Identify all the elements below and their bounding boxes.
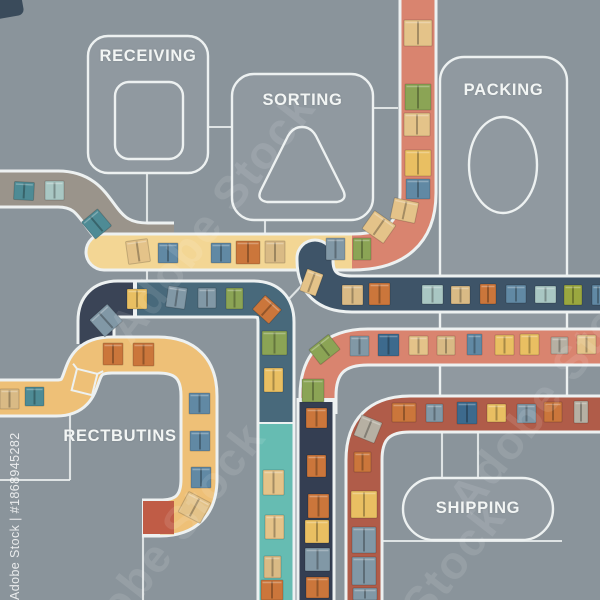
package-box [353, 451, 372, 473]
package-box [210, 242, 232, 264]
package-box [563, 284, 583, 306]
package-box [305, 407, 328, 429]
package-box [494, 334, 515, 356]
package-box [351, 526, 377, 554]
package-box [263, 555, 282, 579]
package-box [576, 334, 597, 355]
package-box [81, 208, 112, 240]
package-box [349, 335, 370, 357]
package-box [351, 556, 377, 586]
package-box [403, 19, 433, 47]
package-box [263, 367, 284, 393]
package-box [403, 112, 431, 137]
package-box [301, 378, 325, 403]
package-box [189, 430, 211, 452]
packing-zone-inner-shape [467, 115, 539, 215]
package-box [550, 336, 569, 355]
package-box [89, 303, 123, 338]
package-box [262, 469, 285, 496]
package-box [591, 284, 600, 306]
package-box [404, 83, 432, 111]
package-box [126, 288, 148, 310]
package-box [389, 197, 420, 224]
package-box [225, 287, 244, 310]
package-box [13, 181, 35, 201]
package-box [543, 401, 563, 423]
package-box [308, 334, 341, 365]
package-box [479, 283, 497, 305]
package-box [436, 335, 456, 356]
package-box [505, 284, 527, 304]
package-box [516, 403, 537, 424]
package-box [391, 402, 417, 423]
returns-end-cap [143, 501, 174, 534]
package-box [353, 414, 383, 444]
package-box [421, 284, 444, 305]
zone-label-returns: RECTBUTINS [63, 427, 177, 445]
package-box [368, 282, 391, 306]
package-box [466, 333, 483, 356]
package-box [264, 240, 286, 264]
package-box [188, 392, 211, 415]
package-box [197, 287, 217, 309]
package-box [486, 403, 507, 423]
package-box [307, 493, 330, 519]
corner-chip [0, 0, 24, 21]
package-box [132, 342, 155, 367]
package-box [450, 285, 471, 305]
package-box [519, 333, 540, 356]
package-box [235, 240, 261, 265]
receiving-zone [86, 34, 210, 175]
receiving-zone-inner-shape [113, 80, 185, 161]
package-box [261, 330, 288, 356]
package-box [190, 466, 212, 489]
package-box [165, 285, 188, 310]
floor-panel [0, 413, 70, 480]
packing-zone [438, 55, 569, 432]
zone-label-packing: PACKING [463, 81, 544, 99]
package-box [425, 403, 444, 423]
package-box [299, 268, 324, 297]
package-box [177, 491, 212, 524]
package-box [44, 180, 65, 201]
package-box [306, 454, 327, 478]
package-box [405, 178, 431, 200]
zone-label-sorting: SORTING [262, 91, 343, 109]
package-box [573, 400, 589, 424]
package-box [125, 238, 151, 265]
sorting-zone [230, 72, 375, 222]
package-box [404, 149, 432, 177]
package-box [377, 333, 400, 357]
package-box [304, 519, 330, 544]
package-box [350, 490, 378, 519]
package-box [361, 210, 397, 244]
package-box [534, 285, 557, 304]
package-box [352, 237, 372, 261]
package-box [24, 386, 45, 407]
package-box [264, 514, 285, 540]
watermark-side-credit: Adobe Stock | #1868945282 [8, 432, 22, 600]
package-box [157, 242, 179, 264]
package-box [325, 237, 346, 261]
package-box [456, 401, 478, 425]
open-box-icon [70, 363, 104, 397]
package-box [352, 587, 378, 600]
zone-label-receiving: RECEIVING [99, 47, 197, 65]
zone-label-shipping: SHIPPING [435, 499, 521, 517]
package-box [304, 547, 331, 572]
package-box [102, 342, 124, 366]
package-box [252, 294, 282, 325]
package-box [305, 576, 330, 599]
package-box [341, 284, 364, 306]
package-box [408, 335, 429, 356]
package-box [0, 388, 20, 410]
package-box [260, 579, 284, 600]
sorting-zone-inner-shape [258, 125, 346, 204]
